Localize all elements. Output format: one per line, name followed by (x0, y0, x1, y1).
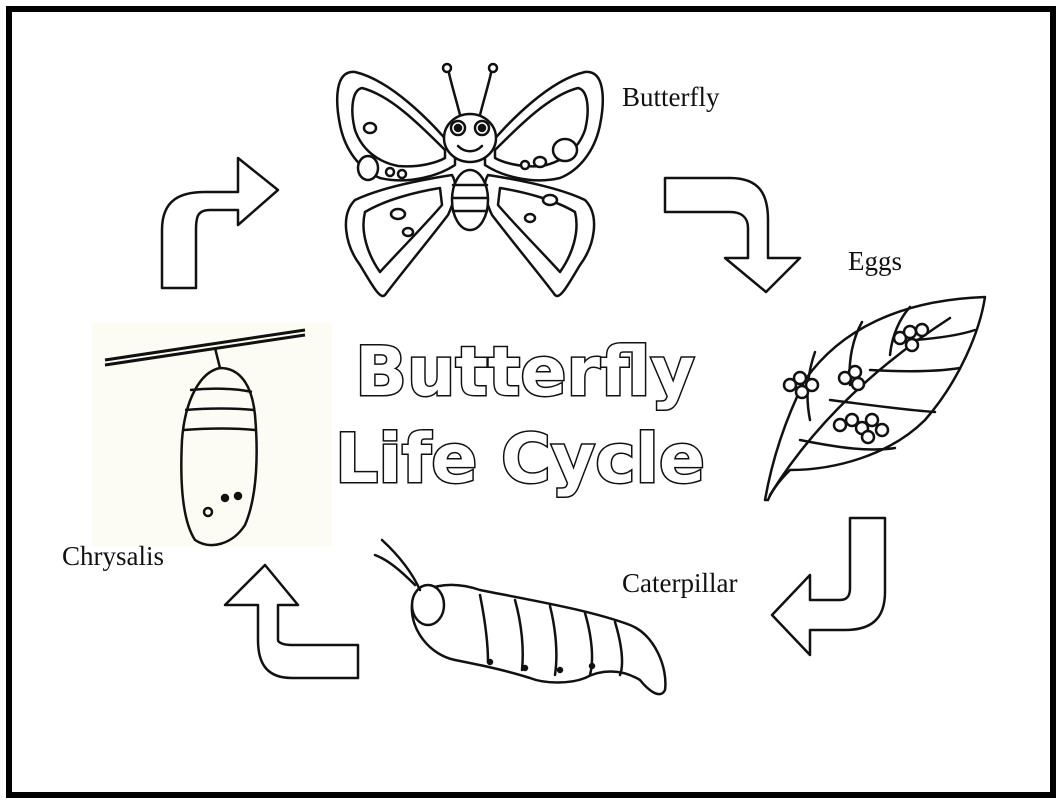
label-butterfly: Butterfly (622, 82, 719, 113)
label-eggs: Eggs (848, 246, 902, 277)
title-line-1: Butterfly (355, 333, 695, 412)
label-chrysalis: Chrysalis (62, 541, 164, 572)
title-line-2: Life Cycle (335, 420, 705, 499)
label-caterpillar: Caterpillar (622, 568, 737, 599)
